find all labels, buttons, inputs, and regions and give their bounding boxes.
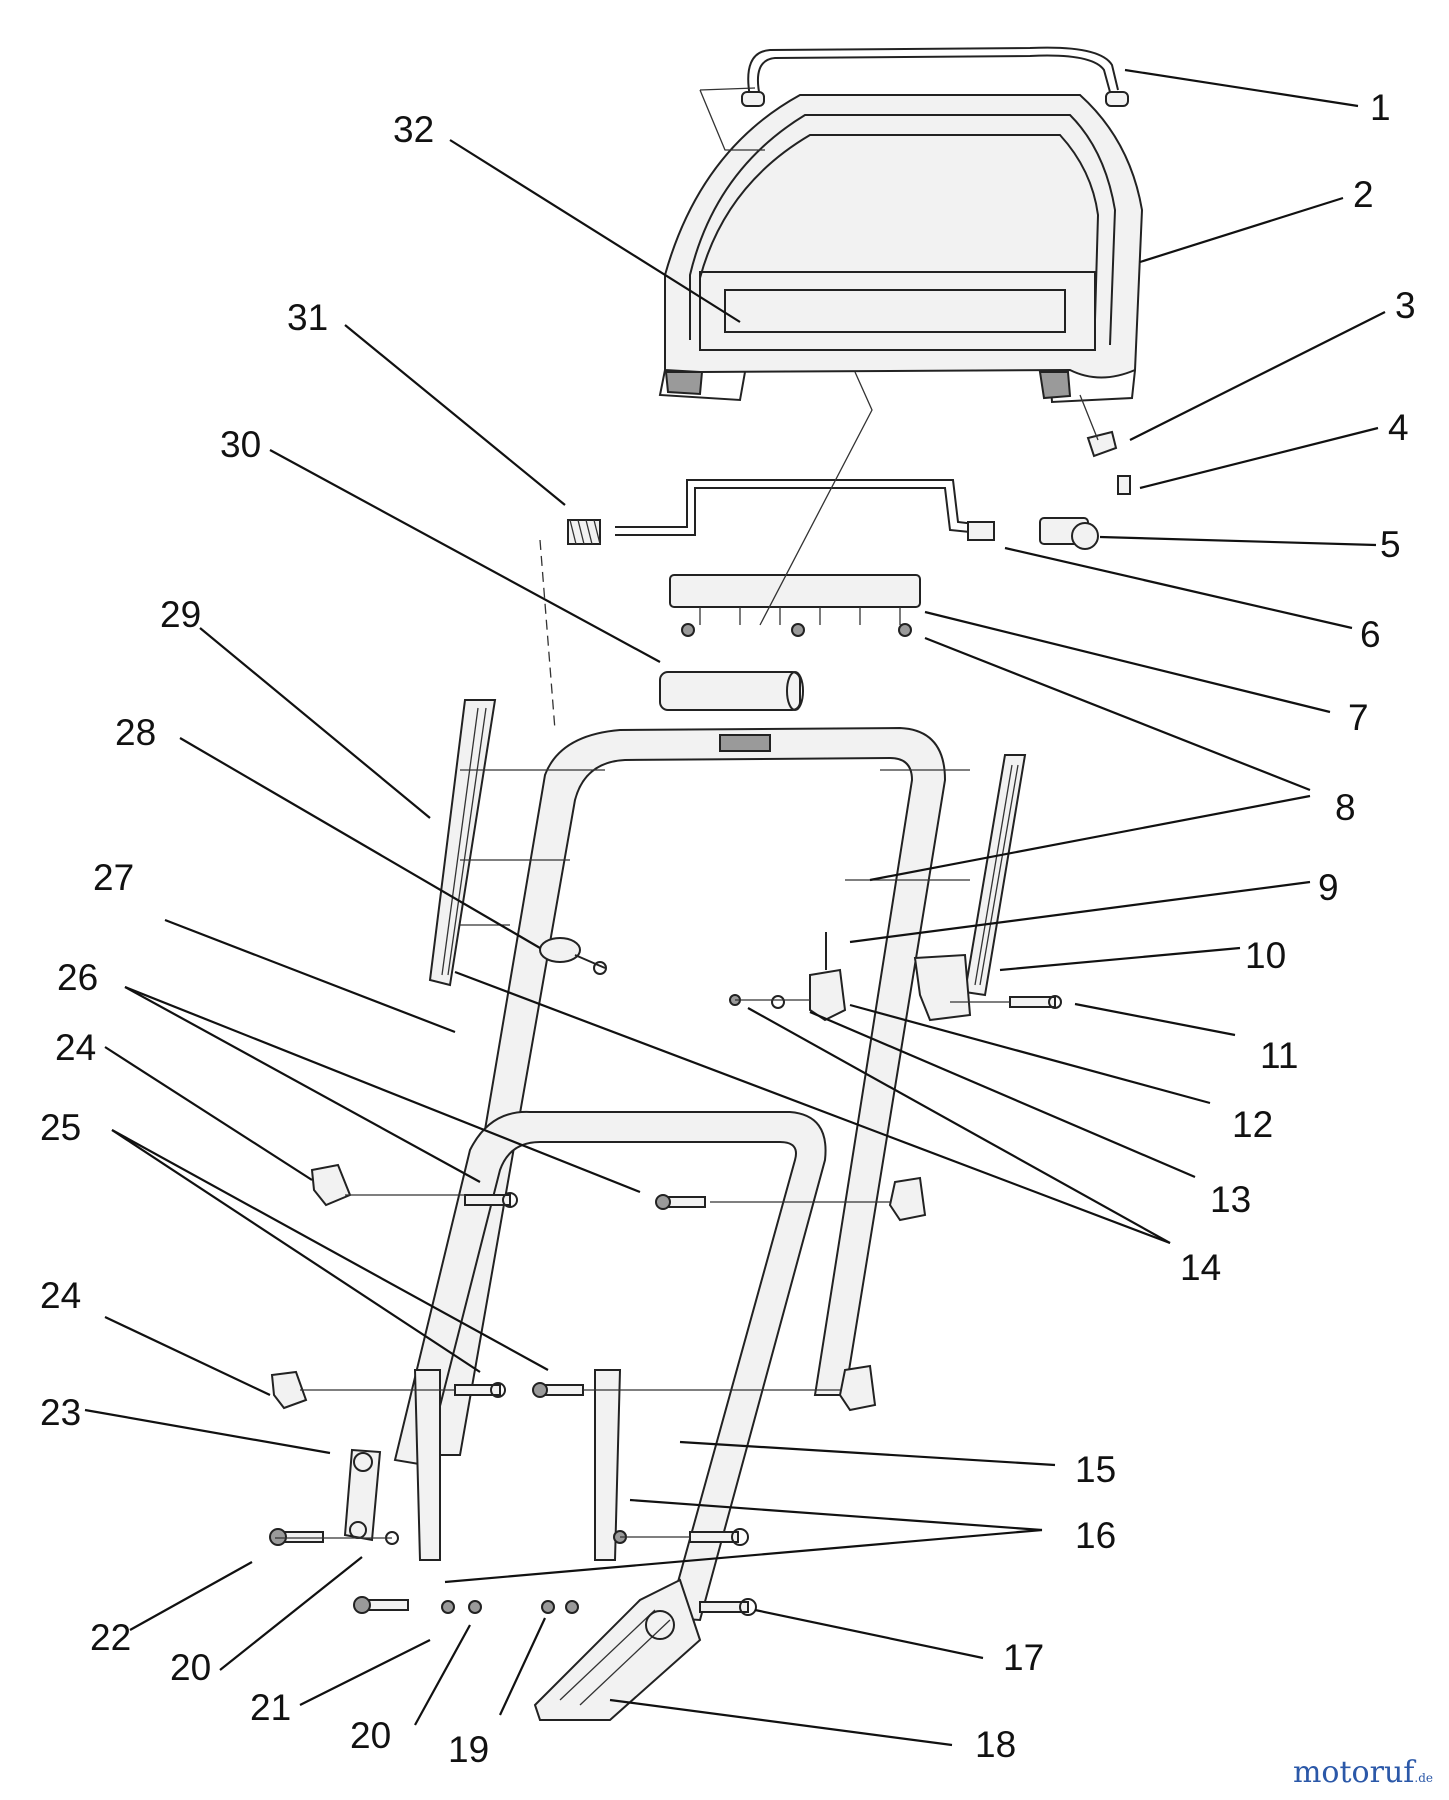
deck-bracket-18 (533, 1578, 702, 1721)
label-26: 26 (57, 957, 98, 998)
label-8: 8 (1335, 787, 1356, 828)
lower-fasteners (269, 1528, 757, 1616)
label-17: 17 (1003, 1637, 1044, 1678)
knobs-and-bolts (270, 1163, 927, 1412)
upper-handle-frame (428, 726, 947, 1456)
fasteners-3-4 (1086, 430, 1131, 495)
lower-bracket-23 (343, 1448, 382, 1542)
label-25: 25 (40, 1107, 81, 1148)
watermark-brand: motoruf (1292, 1755, 1415, 1790)
label-18: 18 (975, 1724, 1016, 1765)
label-9: 9 (1318, 867, 1339, 908)
label-15: 15 (1075, 1449, 1116, 1490)
label-23: 23 (40, 1392, 81, 1433)
label-22: 22 (90, 1617, 131, 1658)
label-11: 11 (1260, 1035, 1298, 1076)
control-bail-lower (567, 479, 1099, 550)
label-21: 21 (250, 1687, 291, 1728)
label-24b: 24 (40, 1275, 81, 1316)
label-14: 14 (1180, 1247, 1221, 1288)
link-bars (413, 1369, 622, 1561)
label-6: 6 (1360, 614, 1381, 655)
cable-clip (539, 937, 607, 975)
label-30: 30 (220, 424, 261, 465)
label-32: 32 (393, 109, 434, 150)
label-27: 27 (93, 857, 134, 898)
label-16: 16 (1075, 1515, 1116, 1556)
label-31: 31 (287, 297, 328, 338)
bracket-7 (669, 574, 921, 637)
label-19: 19 (448, 1729, 489, 1770)
label-20b: 20 (350, 1715, 391, 1756)
label-4: 4 (1388, 407, 1409, 448)
part-numbers: 1 2 3 4 5 6 7 8 9 10 11 12 13 14 15 16 1… (40, 87, 1416, 1770)
label-12: 12 (1232, 1104, 1273, 1145)
label-28: 28 (115, 712, 156, 753)
label-2: 2 (1353, 174, 1374, 215)
label-10: 10 (1245, 935, 1286, 976)
leader-lines (84, 68, 1386, 1747)
label-29: 29 (160, 594, 201, 635)
handle-cover (658, 94, 1144, 404)
assembly-guides (275, 87, 1099, 1539)
label-5: 5 (1380, 524, 1401, 565)
label-20: 20 (170, 1647, 211, 1688)
watermark-logo: motoruf.de (1293, 1755, 1433, 1790)
grip-tube (659, 671, 804, 711)
label-7: 7 (1348, 697, 1369, 738)
side-channels (428, 699, 1027, 997)
label-3: 3 (1395, 285, 1416, 326)
label-1: 1 (1370, 87, 1391, 128)
switch-assembly (729, 932, 1062, 1022)
label-13: 13 (1210, 1179, 1251, 1220)
control-bail-top (741, 46, 1129, 107)
label-24: 24 (55, 1027, 96, 1068)
watermark-suffix: .de (1414, 1771, 1433, 1785)
